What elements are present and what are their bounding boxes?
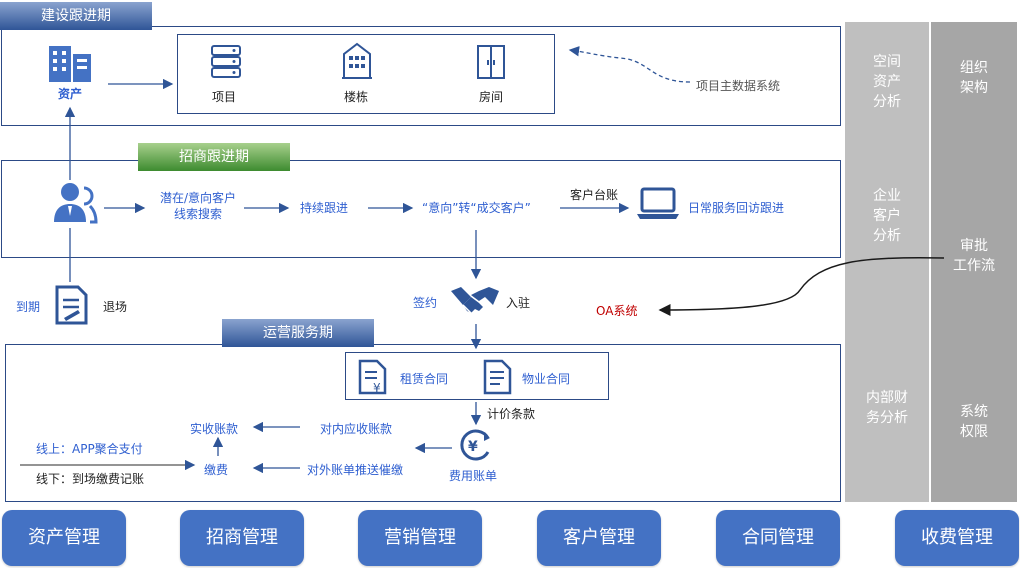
investment-tag: 招商跟进期 (138, 143, 290, 171)
investment-section (1, 160, 841, 258)
internal-receivable-label: 对内应收账款 (320, 422, 393, 436)
svg-text:¥: ¥ (373, 381, 381, 395)
space-asset-analysis: 空间资产分析 (873, 54, 901, 110)
server-project-icon (211, 45, 241, 78)
user-group-icon (54, 183, 98, 224)
online-payment-label: 线上：APP聚合支付 (36, 442, 143, 456)
approval-workflow: 审批工作流 (953, 238, 995, 274)
pricing-terms-label: 计价条款 (487, 407, 536, 421)
handshake-icon (451, 287, 499, 316)
org-structure: 组织架构 (960, 60, 988, 96)
construction-tag: 建设跟进期 (0, 2, 152, 30)
master-data-system-label: 项目主数据系统 (696, 79, 781, 93)
module-marketing-management[interactable]: 营销管理 (358, 510, 482, 566)
system-permission: 系统权限 (960, 404, 988, 440)
lease-contract-icon: ¥ (358, 359, 387, 395)
module-customer-management[interactable]: 客户管理 (537, 510, 661, 566)
daily-service-follow-up: 日常服务回访跟进 (688, 201, 785, 215)
bill-currency-icon: ¥ (460, 429, 490, 461)
property-contract-icon (483, 359, 512, 395)
received-label: 实收账款 (190, 422, 239, 436)
oa-system-label: OA系统 (596, 304, 638, 318)
payment-label: 缴费 (204, 463, 229, 477)
contracts-box (345, 352, 609, 400)
project-structure-box (177, 34, 555, 114)
svg-text:¥: ¥ (468, 439, 478, 455)
analysis-column (845, 22, 929, 502)
exit-label: 退场 (103, 300, 128, 314)
property-contract-label: 物业合同 (522, 372, 571, 386)
internal-finance-analysis: 内部财务分析 (866, 390, 908, 426)
enterprise-customer-analysis: 企业客户分析 (873, 188, 901, 244)
module-billing-management[interactable]: 收费管理 (895, 510, 1019, 566)
asset-label: 资产 (58, 87, 83, 101)
document-edit-icon (55, 285, 88, 325)
tower-building-icon (342, 42, 372, 79)
operation-section (5, 344, 841, 502)
module-contract-management[interactable]: 合同管理 (716, 510, 840, 566)
building-asset-icon (49, 46, 91, 82)
expire-label: 到期 (16, 300, 41, 314)
module-investment-management[interactable]: 招商管理 (180, 510, 304, 566)
lease-contract-label: 租赁合同 (400, 372, 449, 386)
door-room-icon (477, 45, 505, 79)
continuous-follow-up: 持续跟进 (300, 201, 349, 215)
laptop-icon (637, 187, 679, 219)
customer-ledger: 客户台账 (570, 188, 619, 202)
sign-label: 签约 (413, 296, 438, 310)
settle-label: 入驻 (506, 296, 531, 310)
platform-column (931, 22, 1017, 502)
operation-tag: 运营服务期 (222, 319, 374, 347)
fee-bill-label: 费用账单 (449, 469, 498, 483)
construction-section (1, 26, 841, 126)
offline-payment-label: 线下：到场缴费记账 (36, 472, 145, 486)
room-label: 房间 (479, 90, 504, 104)
leads-search: 潜在/意向客户线索搜索 (159, 191, 237, 221)
intent-to-deal: “意向”转“成交客户” (422, 201, 531, 215)
external-push-label: 对外账单推送催缴 (307, 463, 404, 477)
module-asset-management[interactable]: 资产管理 (2, 510, 126, 566)
building-label: 楼栋 (344, 90, 369, 104)
project-label: 项目 (212, 90, 237, 104)
